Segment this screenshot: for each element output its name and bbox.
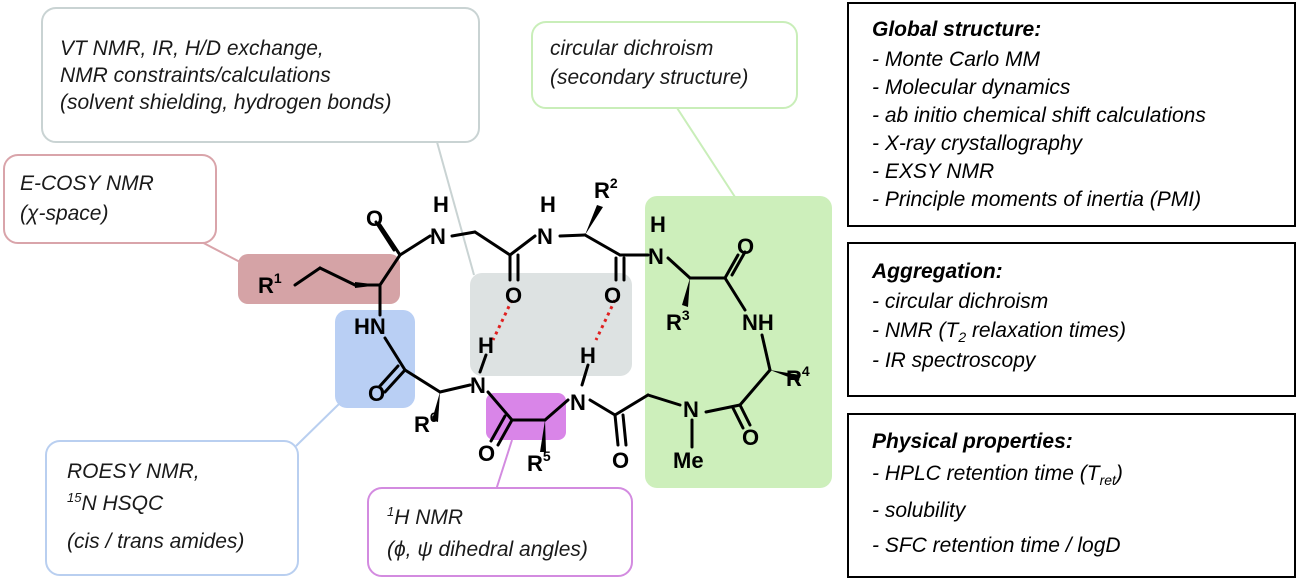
atom-o: O xyxy=(478,441,495,466)
aggregation-item: - IR spectroscopy xyxy=(872,349,1037,372)
h-nmr-1-superscript: 1 xyxy=(387,504,394,519)
atom-n: N xyxy=(648,244,664,269)
hydrogen-bond xyxy=(491,299,514,341)
atom-o: O xyxy=(505,283,522,308)
t2-prefix: - NMR (T xyxy=(872,319,960,342)
h-nmr-text: H NMR xyxy=(394,506,463,529)
vt-nmr-line-3: (solvent shielding, hydrogen bonds) xyxy=(60,91,392,114)
atom-n: N xyxy=(470,373,486,398)
aggregation-item: - NMR (T2 relaxation times) xyxy=(872,319,1126,345)
vt-nmr-line-2: NMR constraints/calculations xyxy=(60,64,331,87)
h-nmr-callout xyxy=(367,487,633,577)
global-item: - Molecular dynamics xyxy=(872,76,1071,99)
t2-suffix: relaxation times) xyxy=(966,319,1126,342)
atom-r3: R3 xyxy=(666,307,690,335)
ecosy-highlight xyxy=(238,254,400,304)
tret-suffix: ) xyxy=(1113,462,1123,485)
atom-n: N xyxy=(430,224,446,249)
cd-line-2: (secondary structure) xyxy=(550,66,748,89)
physical-item: - SFC retention time / logD xyxy=(872,534,1121,557)
ecosy-line-1: E-COSY NMR xyxy=(20,172,154,195)
atom-me: Me xyxy=(673,448,704,473)
vt-nmr-connector xyxy=(436,141,475,276)
tret-prefix: - HPLC retention time (T xyxy=(872,462,1102,485)
atom-r2: R2 xyxy=(594,175,618,203)
atom-r1: R1 xyxy=(258,270,282,298)
physical-properties-box xyxy=(847,413,1296,578)
h-nmr-connector xyxy=(495,439,513,491)
hydrogen-bond xyxy=(594,299,617,341)
global-item: - Monte Carlo MM xyxy=(872,48,1041,71)
roesy-hsqc-text: N HSQC xyxy=(81,492,164,515)
h-nmr-line-1: 1H NMR xyxy=(387,504,463,529)
physical-item: - solubility xyxy=(872,499,967,522)
ecosy-line-2: (χ-space) xyxy=(20,202,108,225)
roesy-15-superscript: 15 xyxy=(67,490,82,505)
aggregation-box xyxy=(847,242,1296,397)
atom-o: O xyxy=(742,425,759,450)
ecosy-callout xyxy=(3,154,217,244)
roesy-callout xyxy=(45,440,299,576)
global-structure-box xyxy=(847,2,1296,227)
roesy-line-3: (cis / trans amides) xyxy=(67,530,244,553)
atom-o: O xyxy=(366,206,383,231)
atom-r4: R4 xyxy=(786,363,810,391)
atom-nh: NH xyxy=(742,310,774,335)
atom-h: H xyxy=(433,192,449,217)
atom-hn: HN xyxy=(354,314,386,339)
roesy-connector xyxy=(295,402,341,447)
cd-line-1: circular dichroism xyxy=(550,37,713,60)
atom-h: H xyxy=(540,192,556,217)
global-item: - ab initio chemical shift calculations xyxy=(872,104,1206,127)
atom-r5: R5 xyxy=(527,448,551,476)
global-structure-title: Global structure: xyxy=(872,18,1041,41)
atom-n: N xyxy=(537,224,553,249)
vt-nmr-callout xyxy=(41,7,480,143)
vt-nmr-line-1: VT NMR, IR, H/D exchange, xyxy=(60,37,324,60)
global-item: - Principle moments of inertia (PMI) xyxy=(872,188,1201,211)
atom-h: H xyxy=(650,212,666,237)
atom-o: O xyxy=(612,448,629,473)
atom-o: O xyxy=(368,381,385,406)
cd-highlight xyxy=(645,196,832,488)
global-item: - EXSY NMR xyxy=(872,160,994,183)
molecule-bonds xyxy=(293,205,800,452)
h-nmr-highlight xyxy=(486,393,566,440)
cd-callout xyxy=(531,21,798,109)
atom-h: H xyxy=(580,343,596,368)
roesy-highlight xyxy=(335,310,415,408)
vt-nmr-highlight xyxy=(470,273,632,376)
tret-subscript: ret xyxy=(1100,472,1117,488)
atom-o: O xyxy=(737,234,754,259)
aggregation-title: Aggregation: xyxy=(871,260,1003,283)
roesy-line-2: 15N HSQC xyxy=(67,490,164,515)
atom-o: O xyxy=(604,283,621,308)
atom-h: H xyxy=(478,333,494,358)
physical-item: - HPLC retention time (Tret) xyxy=(872,462,1123,488)
physical-properties-title: Physical properties: xyxy=(872,430,1073,453)
t2-subscript: 2 xyxy=(957,329,966,345)
atom-n: N xyxy=(683,397,699,422)
h-nmr-line-2: (ϕ, ψ dihedral angles) xyxy=(387,538,588,561)
atom-r6: R6 xyxy=(414,409,438,437)
atom-n: N xyxy=(570,390,586,415)
aggregation-item: - circular dichroism xyxy=(872,290,1048,313)
global-item: - X-ray crystallography xyxy=(872,132,1084,155)
roesy-line-1: ROESY NMR, xyxy=(67,460,200,483)
